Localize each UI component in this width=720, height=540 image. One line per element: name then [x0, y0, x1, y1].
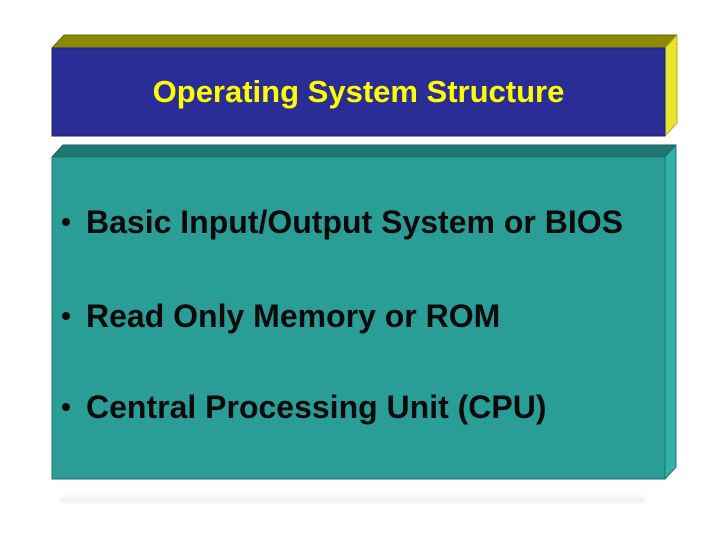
- title-slab-top-face: [51, 34, 678, 49]
- title-slab-front-face: [51, 47, 666, 137]
- bullet-dot-icon: [62, 312, 70, 320]
- body-slab-top-face: [51, 144, 677, 158]
- bullet-text: Basic Input/Output System or BIOS: [86, 203, 623, 240]
- body-slab-side-face: [664, 144, 677, 480]
- bullet-text: Central Processing Unit (CPU): [86, 388, 547, 425]
- bullet-item: Basic Input/Output System or BIOS: [62, 204, 623, 240]
- bullet-dot-icon: [62, 403, 70, 411]
- title-slab-side-face: [664, 34, 678, 137]
- body-slab-shadow: [60, 497, 645, 502]
- bullet-dot-icon: [62, 218, 70, 226]
- slide-title: Operating System Structure: [152, 74, 565, 109]
- bullet-item: Central Processing Unit (CPU): [62, 389, 547, 425]
- body-slab-front-face: [51, 156, 666, 480]
- bullet-item: Read Only Memory or ROM: [62, 298, 500, 334]
- bullet-text: Read Only Memory or ROM: [86, 297, 501, 334]
